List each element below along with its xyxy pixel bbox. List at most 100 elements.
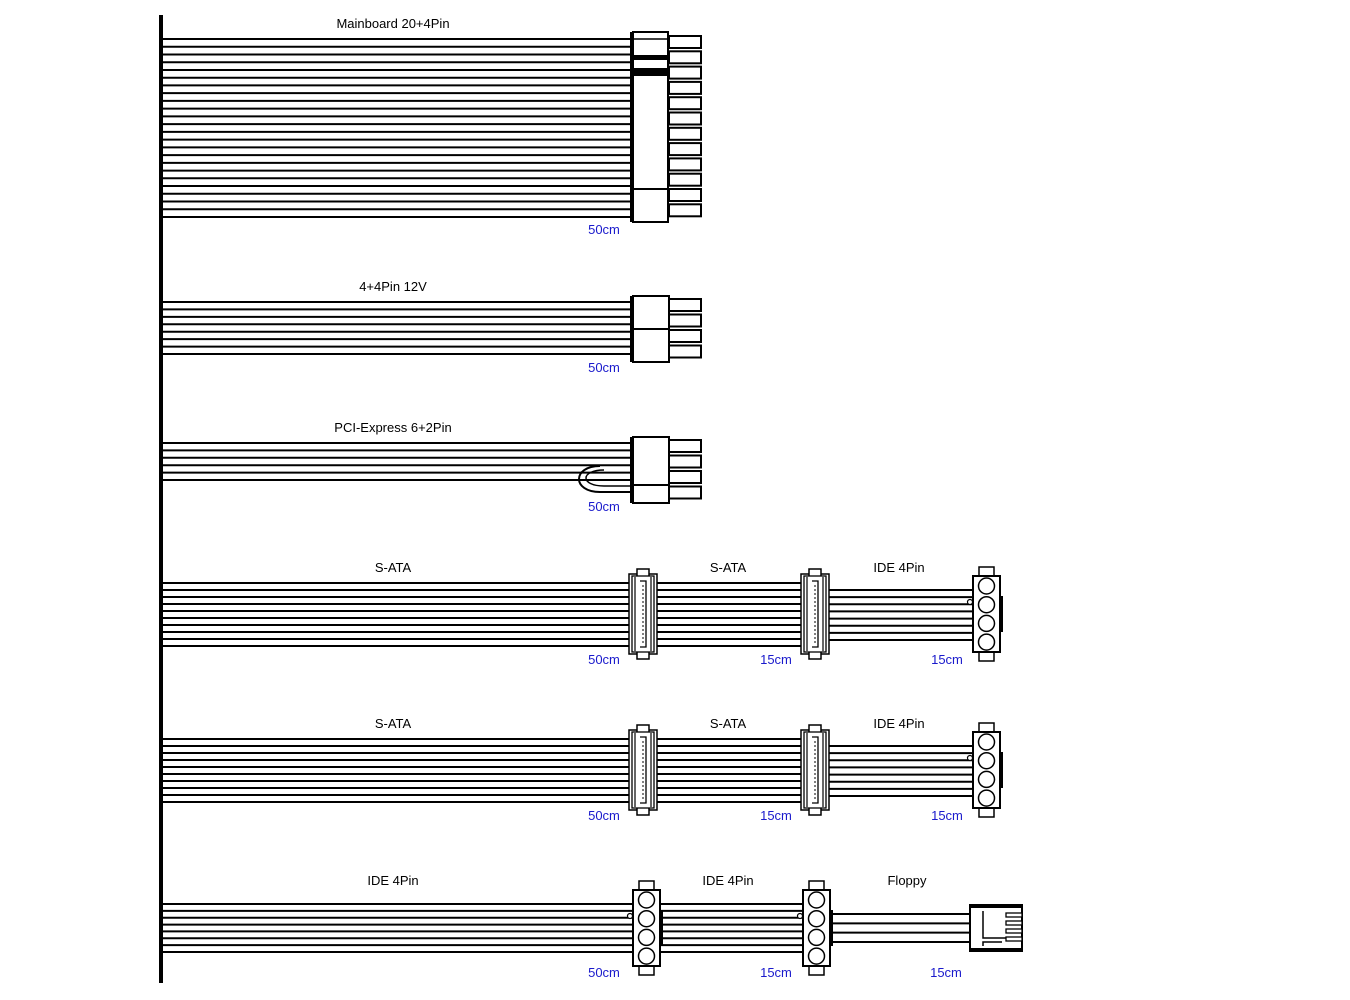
molex-latch <box>966 754 974 762</box>
length-sata2-seg3: 15cm <box>931 808 963 823</box>
label-sata2-seg3: IDE 4Pin <box>873 716 924 731</box>
label-sata1-seg2: S-ATA <box>710 560 747 575</box>
molex-connector-2 <box>966 722 1003 818</box>
sata-slot <box>812 736 819 804</box>
label-sata1-seg3: IDE 4Pin <box>873 560 924 575</box>
sata-slot <box>640 580 647 648</box>
molex-pin <box>807 947 826 965</box>
connector-pin <box>668 188 702 202</box>
molex-connector-3a <box>626 880 663 976</box>
molex-pin <box>977 633 996 651</box>
molex-connector-3b <box>796 880 833 976</box>
molex-key <box>830 910 833 946</box>
molex-latch <box>966 598 974 606</box>
molex-pin <box>977 789 996 807</box>
label-eps: 4+4Pin 12V <box>359 279 427 294</box>
label-molex-seg3: Floppy <box>887 873 927 888</box>
molex-pin <box>637 909 656 928</box>
connector-pin <box>668 65 702 80</box>
label-pcie: PCI-Express 6+2Pin <box>334 420 451 435</box>
length-pcie: 50cm <box>588 499 620 514</box>
sata-connector-2a <box>628 724 658 816</box>
connector-pin <box>668 485 702 500</box>
sata-connector-1b <box>800 568 830 660</box>
length-sata2-seg2: 15cm <box>760 808 792 823</box>
connector-pin <box>668 35 702 49</box>
molex-pin <box>807 928 826 947</box>
length-sata1-seg1: 50cm <box>588 652 620 667</box>
connector-pin <box>668 111 702 126</box>
connector-pin <box>668 203 702 218</box>
connector-marker <box>633 68 668 76</box>
molex-key <box>1000 752 1003 788</box>
molex-key <box>660 910 663 946</box>
connector-pin <box>668 344 702 359</box>
connector-body <box>632 31 669 223</box>
molex-key <box>1000 596 1003 632</box>
pcie-8pin-connector <box>578 436 702 504</box>
sata-slot <box>812 580 819 648</box>
molex-pin <box>807 909 826 928</box>
connector-pin <box>668 126 702 141</box>
sata-connector-2b <box>800 724 830 816</box>
molex-pin <box>977 770 996 789</box>
length-molex-seg2: 15cm <box>760 965 792 980</box>
connector-pin <box>668 50 702 65</box>
floppy-connector <box>969 904 1023 952</box>
connector-layer <box>578 31 1023 976</box>
label-molex-seg1: IDE 4Pin <box>367 873 418 888</box>
molex-pin <box>637 891 656 909</box>
length-sata2-seg1: 50cm <box>588 808 620 823</box>
length-mainboard: 50cm <box>588 222 620 237</box>
length-molex-seg3: 15cm <box>930 965 962 980</box>
label-sata2-seg1: S-ATA <box>375 716 412 731</box>
molex-pin <box>807 891 826 909</box>
floppy-pin <box>1005 936 1023 942</box>
floppy-pin <box>1005 920 1023 926</box>
molex-pin <box>637 928 656 947</box>
connector-marker <box>633 55 668 60</box>
sata-slot <box>640 736 647 804</box>
label-sata2-seg2: S-ATA <box>710 716 747 731</box>
molex-connector-1 <box>966 566 1003 662</box>
label-mainboard: Mainboard 20+4Pin <box>336 16 449 31</box>
connector-pin <box>668 157 702 172</box>
connector-pin <box>668 172 702 187</box>
molex-pin <box>977 577 996 595</box>
wire-loop <box>578 465 630 493</box>
sata-connector-1a <box>628 568 658 660</box>
floppy-pin <box>1005 928 1023 934</box>
connector-pin <box>668 439 702 453</box>
label-sata1-seg1: S-ATA <box>375 560 412 575</box>
connector-pin <box>668 96 702 111</box>
molex-latch <box>796 912 804 920</box>
length-sata1-seg2: 15cm <box>760 652 792 667</box>
eps-8pin-connector <box>630 295 702 363</box>
wire-layer <box>163 38 975 953</box>
molex-pin <box>977 733 996 751</box>
molex-pin <box>977 595 996 614</box>
connector-pin <box>668 454 702 469</box>
floppy-slot <box>982 941 1002 946</box>
connector-pin <box>668 470 702 484</box>
length-sata1-seg3: 15cm <box>931 652 963 667</box>
floppy-housing <box>969 904 1023 952</box>
molex-pin <box>977 614 996 633</box>
molex-pin <box>637 947 656 965</box>
connector-pin <box>668 80 702 95</box>
floppy-pin <box>1005 912 1023 918</box>
connector-body <box>632 436 670 504</box>
connector-pin <box>668 313 702 328</box>
length-molex-seg1: 50cm <box>588 965 620 980</box>
wire-loop <box>585 469 630 487</box>
connector-pin <box>668 298 702 312</box>
atx-24pin-connector <box>630 31 702 223</box>
label-molex-seg2: IDE 4Pin <box>702 873 753 888</box>
connector-pin <box>668 142 702 157</box>
molex-pin <box>977 751 996 770</box>
length-eps: 50cm <box>588 360 620 375</box>
floppy-edge <box>970 905 1022 908</box>
molex-latch <box>626 912 634 920</box>
floppy-edge <box>970 948 1022 951</box>
